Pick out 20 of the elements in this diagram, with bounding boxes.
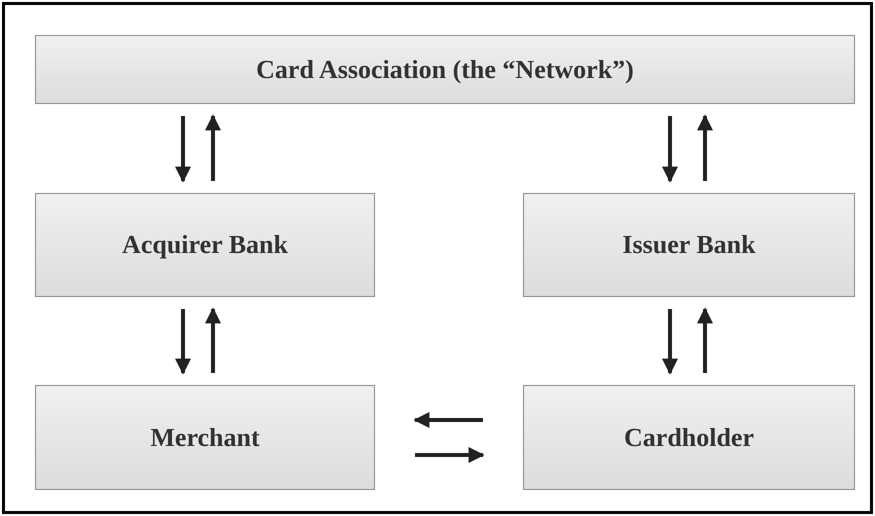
arrow <box>413 412 483 428</box>
entity-label: Issuer Bank <box>622 230 756 260</box>
arrow <box>175 309 191 375</box>
entity-box <box>35 193 375 297</box>
arrow <box>205 307 221 373</box>
arrow <box>697 307 713 373</box>
entity-box <box>523 385 855 490</box>
entity-label: Cardholder <box>624 422 754 452</box>
arrow <box>697 114 713 181</box>
entity-box <box>35 385 375 490</box>
entity-box <box>523 193 855 297</box>
arrow <box>662 309 678 375</box>
entity-box <box>35 35 855 104</box>
entity-label: Acquirer Bank <box>122 230 288 260</box>
arrow <box>662 116 678 183</box>
arrow <box>175 116 191 183</box>
arrow <box>415 447 485 463</box>
entity-label: Merchant <box>150 422 260 452</box>
arrow <box>205 114 221 181</box>
entity-label: Card Association (the “Network”) <box>256 54 634 84</box>
